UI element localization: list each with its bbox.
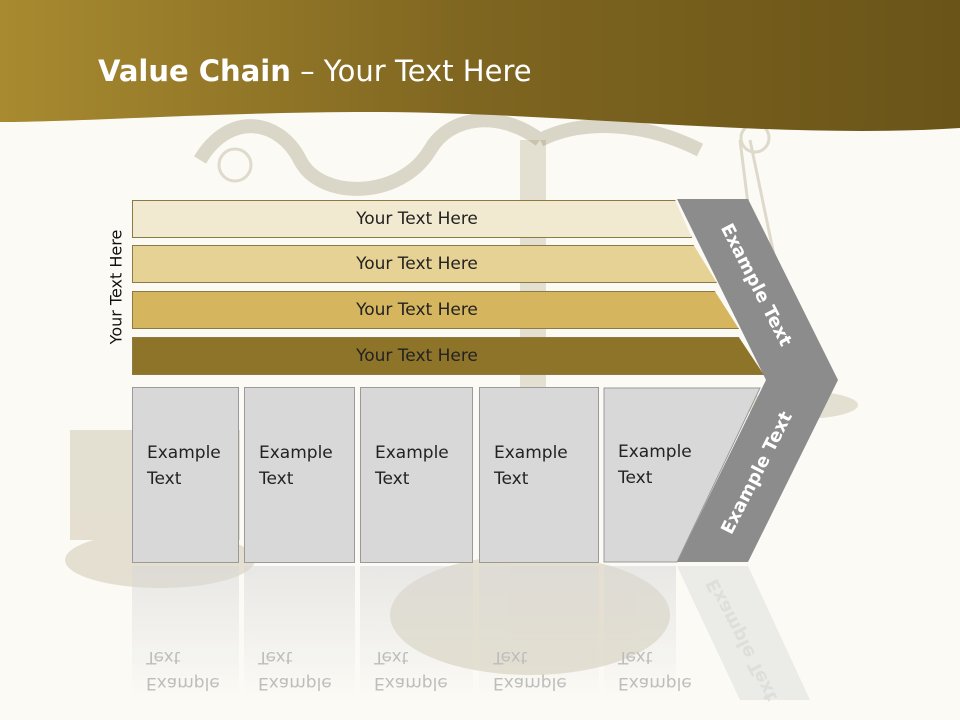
column-3-line2: Text (375, 469, 410, 489)
bar-3: Your Text Here (132, 291, 739, 329)
column-5-line1: Example (618, 442, 692, 462)
column-3: Example Text (360, 387, 473, 563)
column-4-line2: Text (494, 469, 529, 489)
column-1-line1: Example (147, 443, 221, 463)
column-5-text: Example Text (604, 387, 704, 563)
bar-2-label: Your Text Here (356, 254, 478, 274)
column-5-line2: Text (618, 468, 653, 488)
chevron-reflection (677, 566, 810, 700)
column-4-line1: Example (494, 443, 568, 463)
column-1-line2: Text (147, 469, 182, 489)
bar-1: Your Text Here (132, 200, 692, 238)
column-1: Example Text (132, 387, 239, 563)
column-3-line1: Example (375, 443, 449, 463)
bar-3-label: Your Text Here (356, 300, 478, 320)
bar-4-label: Your Text Here (356, 346, 478, 366)
column-4: Example Text (479, 387, 599, 563)
page-title: Value Chain – Your Text Here (98, 54, 532, 88)
bar-1-label: Your Text Here (356, 209, 478, 229)
column-2: Example Text (244, 387, 355, 563)
column-5-shape (603, 387, 761, 563)
bar-2: Your Text Here (132, 245, 717, 283)
bar-4: Your Text Here (132, 337, 764, 375)
column-2-line1: Example (259, 443, 333, 463)
header-band (0, 0, 960, 131)
chevron-shape (677, 199, 838, 562)
side-label: Your Text Here (106, 229, 126, 345)
column-2-line2: Text (259, 469, 294, 489)
